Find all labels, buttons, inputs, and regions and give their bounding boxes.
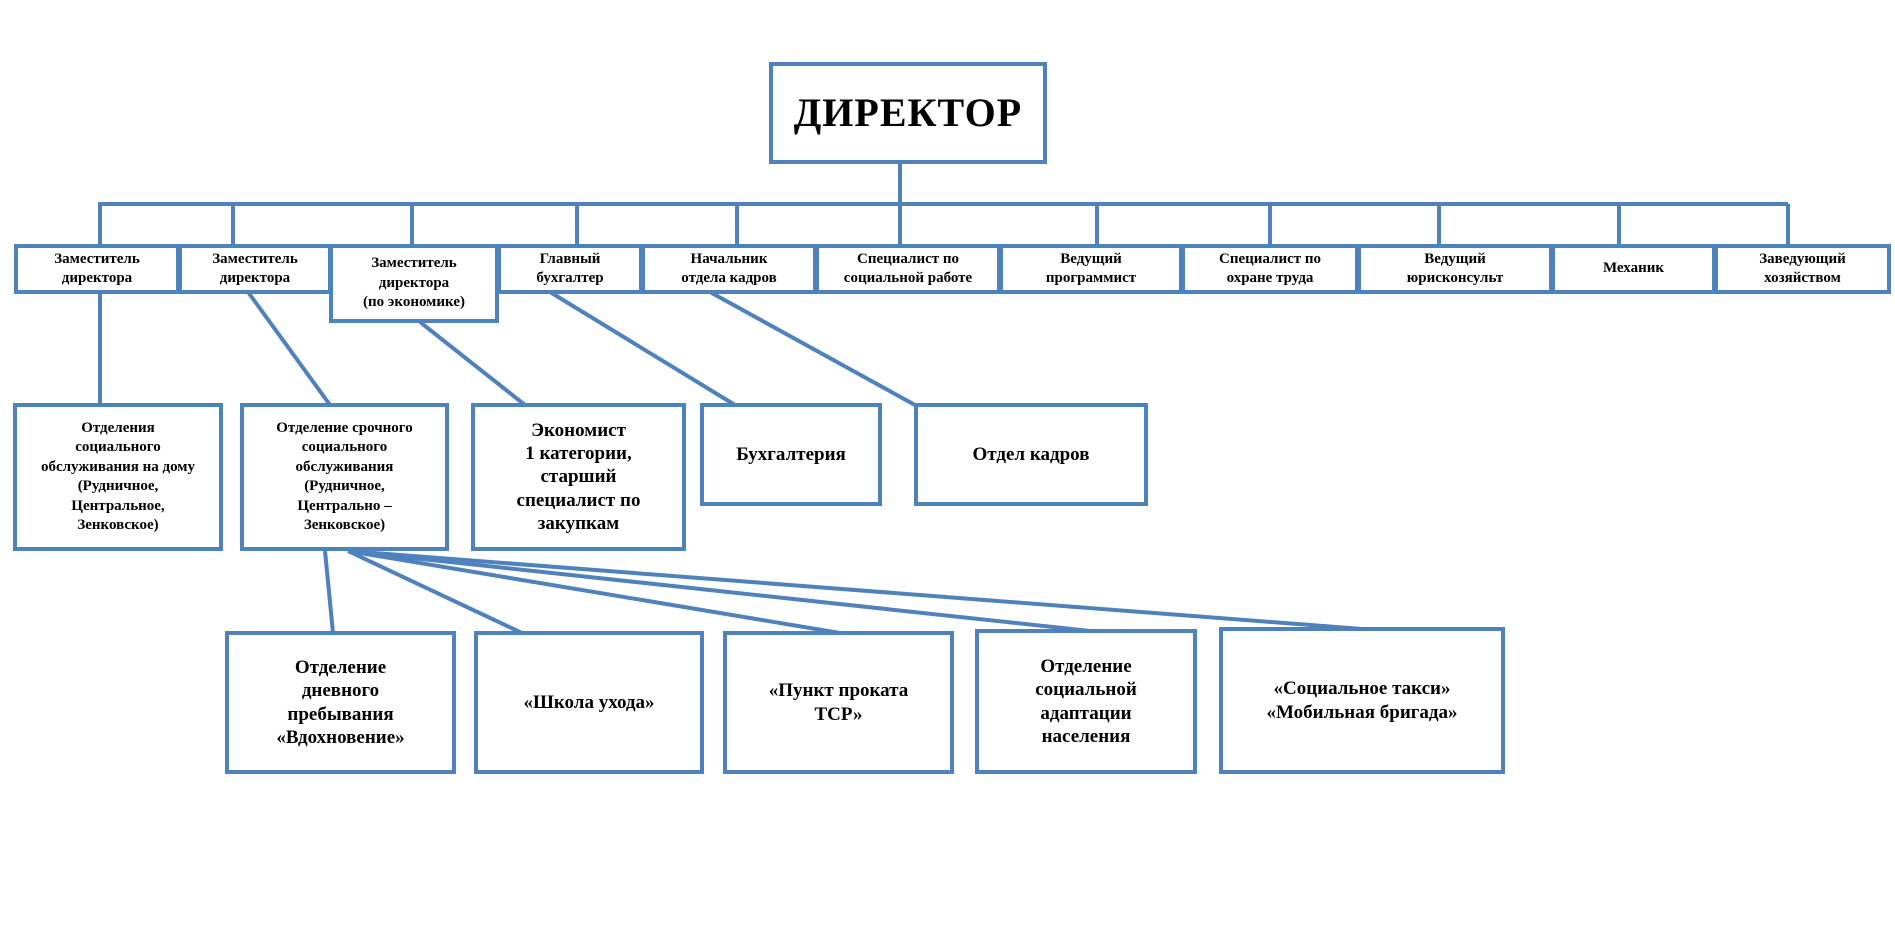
social-taxi-mobile-brigade-box: «Социальное такси» «Мобильная бригада»: [1219, 627, 1505, 774]
home-social-service-box: Отделения социального обслуживания на до…: [13, 403, 223, 551]
lead-legal-counsel-box: Ведущий юрисконсульт: [1357, 244, 1553, 294]
rental-point-box: «Пункт проката ТСР»: [723, 631, 954, 774]
director-box: ДИРЕКТОР: [769, 62, 1047, 164]
lead-programmer-box: Ведущий программист: [999, 244, 1183, 294]
social-work-specialist-box: Специалист по социальной работе: [815, 244, 1001, 294]
hr-head-box: Начальник отдела кадров: [641, 244, 817, 294]
accounting-box: Бухгалтерия: [700, 403, 882, 506]
chief-accountant-box: Главный бухгалтер: [497, 244, 643, 294]
labor-safety-specialist-box: Специалист по охране труда: [1181, 244, 1359, 294]
deputy-director-economics-box: Заместитель директора (по экономике): [329, 244, 499, 323]
deputy-director-2-box: Заместитель директора: [178, 244, 332, 294]
economist-box: Экономист 1 категории, старший специалис…: [471, 403, 686, 551]
hr-department-box: Отдел кадров: [914, 403, 1148, 506]
day-stay-department-box: Отделение дневного пребывания «Вдохновен…: [225, 631, 456, 774]
social-adaptation-box: Отделение социальной адаптации населения: [975, 629, 1197, 774]
deputy-director-1-box: Заместитель директора: [14, 244, 180, 294]
care-school-box: «Школа ухода»: [474, 631, 704, 774]
urgent-social-service-box: Отделение срочного социального обслужива…: [240, 403, 449, 551]
facilities-manager-box: Заведующий хозяйством: [1714, 244, 1891, 294]
mechanic-box: Механик: [1551, 244, 1716, 294]
